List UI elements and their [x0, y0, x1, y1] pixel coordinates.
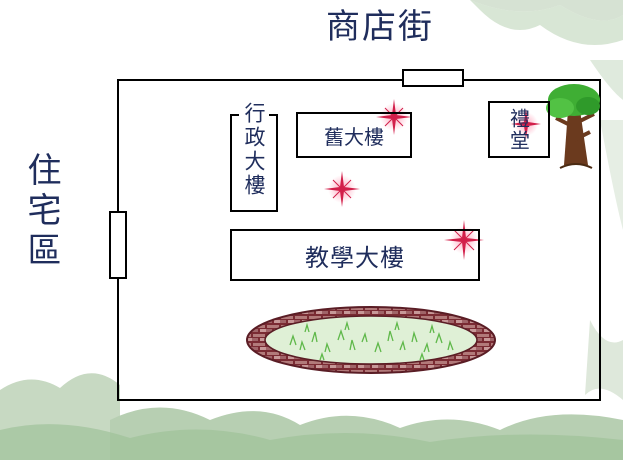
building-auditorium-label: 禮堂 — [506, 107, 531, 152]
building-admin: 行政大樓 — [230, 100, 278, 212]
gate-north — [402, 69, 464, 87]
shopping-street-label: 商店街 — [326, 7, 434, 47]
building-old: 舊大樓 — [296, 112, 412, 158]
tree-icon — [546, 84, 600, 169]
building-teaching: 教學大樓 — [230, 229, 480, 281]
sports-track — [246, 306, 496, 374]
residential-area-label: 住宅區 — [21, 152, 61, 272]
gate-west — [109, 211, 127, 279]
sparkle-icon — [324, 99, 541, 260]
building-old-label: 舊大樓 — [324, 124, 384, 149]
building-auditorium: 禮堂 — [488, 101, 550, 158]
grass-icon — [289, 320, 454, 361]
building-teaching-label: 教學大樓 — [305, 243, 405, 272]
building-admin-label: 行政大樓 — [239, 100, 269, 200]
